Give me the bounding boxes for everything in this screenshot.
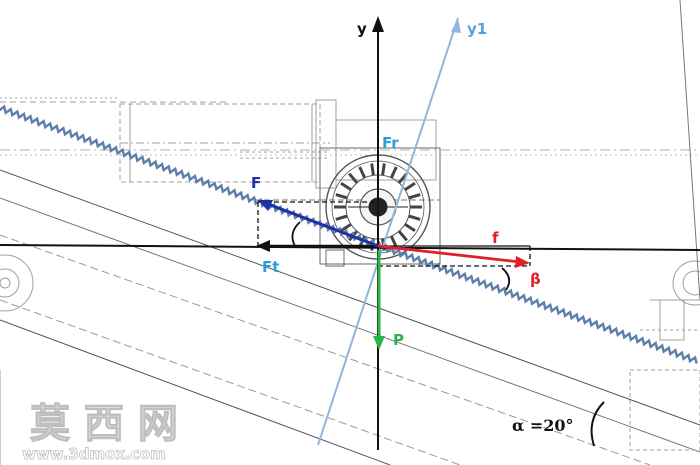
gear-tooth: [404, 223, 416, 233]
gear-tooth: [335, 193, 348, 200]
gear-tooth: [389, 235, 398, 248]
angle-arc-beta: [501, 267, 511, 291]
force-decomposition-box: [257, 201, 531, 267]
x-axis: [0, 244, 700, 251]
label-y1-axis: y1: [467, 20, 487, 38]
gear-tooth: [408, 214, 421, 221]
label-friction-f: f: [492, 229, 499, 247]
inclined-rack: [0, 104, 698, 364]
gear-tooth: [348, 172, 359, 184]
gear-tooth: [370, 163, 375, 176]
angle-arc-alpha: [590, 401, 605, 447]
watermark: 莫 西 网 www.3dmox.com: [22, 400, 179, 463]
gear-tooth: [389, 166, 398, 179]
watermark-chinese: 莫 西 网: [30, 401, 178, 447]
watermark-url: www.3dmox.com: [22, 445, 166, 463]
gear-tooth: [340, 181, 352, 191]
force-f-arrow: [258, 200, 379, 248]
gear-tooth: [358, 166, 367, 179]
weight-p-arrow: [373, 250, 385, 350]
y-axis: [372, 16, 384, 450]
force-ft-arrow: [256, 240, 378, 252]
label-weight-p: P: [393, 331, 404, 349]
gear-tooth: [340, 223, 352, 233]
gear-tooth: [397, 230, 408, 242]
label-beta: β: [530, 270, 541, 288]
y1-axis: [317, 17, 461, 446]
label-alpha: α =20°: [512, 416, 574, 435]
gear-tooth: [408, 193, 421, 200]
friction-f-arrow: [377, 244, 530, 268]
gear-tooth: [335, 214, 348, 221]
angle-arc-left: [291, 221, 301, 247]
label-force-ft: Ft: [262, 258, 279, 276]
gear-tooth: [381, 163, 386, 176]
gear-tooth: [404, 181, 416, 191]
label-y-axis: y: [357, 20, 367, 38]
label-force-f: F: [251, 174, 261, 192]
label-force-fr: Fr: [382, 134, 399, 152]
